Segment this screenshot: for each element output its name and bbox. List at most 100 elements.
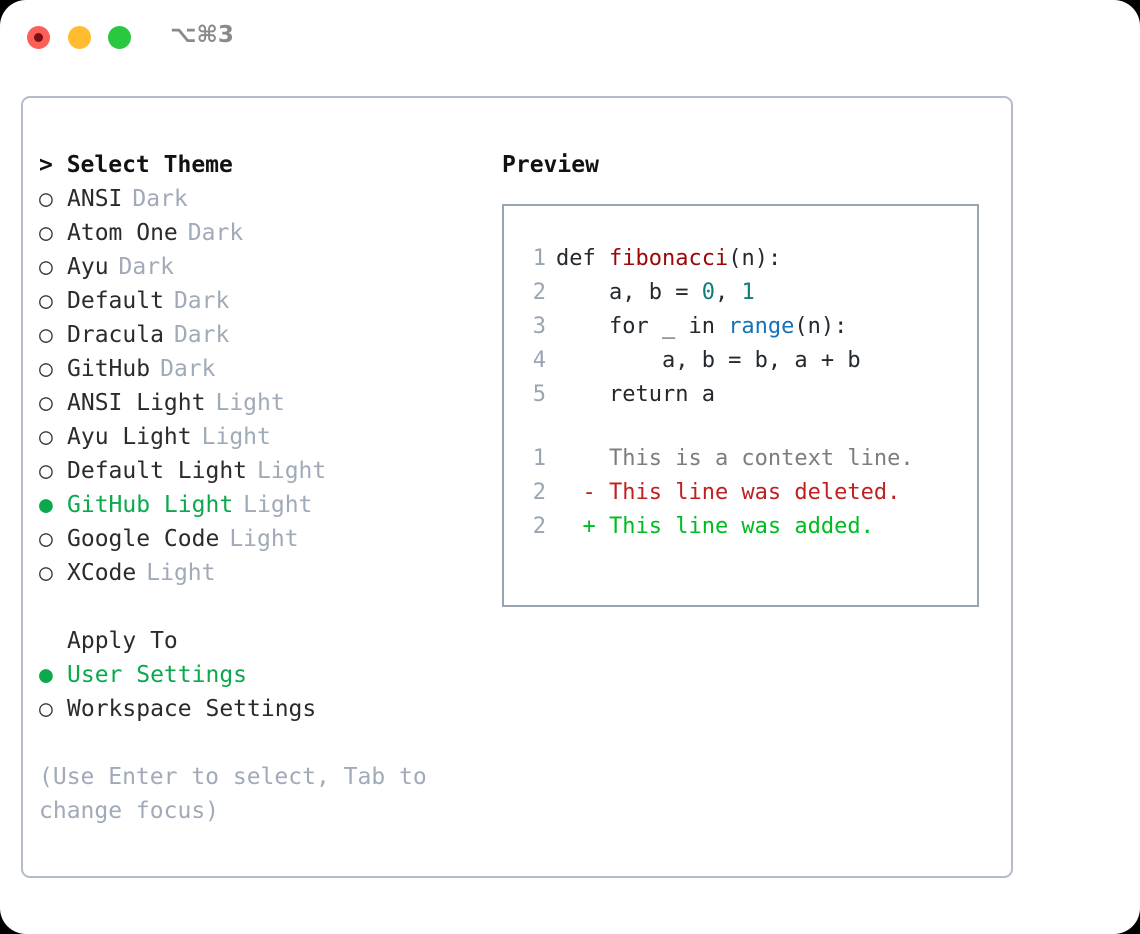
minimize-button[interactable] xyxy=(68,26,91,49)
theme-option-tag: Dark xyxy=(187,220,244,246)
radio-unselected-icon: ○ xyxy=(39,254,53,280)
theme-option-label: XCode xyxy=(67,560,137,586)
theme-option-tag: Light xyxy=(229,526,299,552)
close-button[interactable] xyxy=(27,26,50,49)
code-token: 1 xyxy=(741,280,755,305)
line-number: 1 xyxy=(532,446,546,471)
code-text: def fibonacci(n): xyxy=(556,242,781,276)
theme-option-label: Ayu xyxy=(67,254,109,280)
diff-text: This line was added. xyxy=(608,514,874,539)
code-text: a, b = 0, 1 xyxy=(556,276,755,310)
theme-option-tag: Dark xyxy=(160,356,216,382)
radio-unselected-icon: ○ xyxy=(39,390,53,416)
code-token: a, b = xyxy=(556,280,702,305)
theme-option[interactable]: ○ Default Light Light xyxy=(39,454,479,488)
theme-option-label: Default Light xyxy=(67,458,248,484)
theme-option-tag: Dark xyxy=(132,186,188,212)
code-line: 3 for _ in range(n): xyxy=(504,310,977,344)
code-token: return a xyxy=(556,382,715,407)
apply-to-list[interactable]: ●User Settings ○ Workspace Settings xyxy=(39,658,479,726)
theme-option-tag: Dark xyxy=(118,254,174,280)
theme-option-tag: Dark xyxy=(173,288,230,314)
code-line: 5 return a xyxy=(504,378,977,412)
radio-unselected-icon: ○ xyxy=(39,288,53,314)
radio-unselected-icon: ○ xyxy=(39,186,53,212)
theme-option-label: GitHub xyxy=(67,356,151,382)
radio-selected-icon: ● xyxy=(39,662,53,688)
diff-text: This is a context line. xyxy=(608,446,914,471)
theme-option[interactable]: ○ Google Code Light xyxy=(39,522,479,556)
theme-option-label: Ayu Light xyxy=(67,424,192,450)
radio-unselected-icon: ○ xyxy=(39,356,53,382)
code-text: for _ in range(n): xyxy=(556,310,847,344)
code-token: fibonacci xyxy=(608,246,729,271)
apply-to-option[interactable]: ○ Workspace Settings xyxy=(39,692,479,726)
theme-option[interactable]: ○ XCode Light xyxy=(39,556,479,590)
radio-unselected-icon: ○ xyxy=(39,526,53,552)
radio-unselected-icon: ○ xyxy=(39,696,53,722)
line-number: 2 xyxy=(532,514,546,539)
diff-line: 2 + This line was added. xyxy=(504,510,977,544)
line-number: 4 xyxy=(532,348,546,373)
code-line: 4 a, b = b, a + b xyxy=(504,344,977,378)
radio-unselected-icon: ○ xyxy=(39,560,53,586)
section-spacer xyxy=(39,590,479,624)
code-line: 2 a, b = 0, 1 xyxy=(504,276,977,310)
code-token: for _ in xyxy=(556,314,729,339)
theme-option-label: GitHub Light xyxy=(67,492,234,518)
radio-unselected-icon: ○ xyxy=(39,424,53,450)
theme-option-label: ANSI xyxy=(67,186,123,212)
theme-option-tag: Light xyxy=(257,458,327,484)
theme-option[interactable]: ○ Ayu Light Light xyxy=(39,420,479,454)
theme-option[interactable]: ○ ANSI Dark xyxy=(39,182,479,216)
code-token: range xyxy=(728,314,795,339)
radio-unselected-icon: ○ xyxy=(39,322,53,348)
apply-to-option-label: Workspace Settings xyxy=(67,696,317,722)
code-text: return a xyxy=(556,378,715,412)
select-theme-header: > Select Theme xyxy=(39,152,233,178)
code-token: (n): xyxy=(794,314,848,339)
theme-option-label: Google Code xyxy=(67,526,220,552)
theme-option[interactable]: ○ Dracula Dark xyxy=(39,318,479,352)
radio-unselected-icon: ○ xyxy=(39,220,53,246)
theme-option-tag: Light xyxy=(146,560,216,586)
diff-text: This line was deleted. xyxy=(608,480,901,505)
line-number: 2 xyxy=(532,480,546,505)
line-number: 1 xyxy=(532,246,546,271)
zoom-button[interactable] xyxy=(108,26,131,49)
code-token: def xyxy=(556,246,609,271)
code-line: 1 def fibonacci(n): xyxy=(504,242,977,276)
code-diff-spacer xyxy=(504,412,977,442)
theme-option[interactable]: ○ GitHub Dark xyxy=(39,352,479,386)
theme-option-tag: Light xyxy=(243,492,313,518)
preview-header: Preview xyxy=(502,152,599,178)
theme-option-tag: Dark xyxy=(173,322,230,348)
radio-unselected-icon: ○ xyxy=(39,458,53,484)
apply-to-header: Apply To xyxy=(67,628,178,654)
line-number: 3 xyxy=(532,314,546,339)
diff-marker xyxy=(556,442,609,476)
close-icon xyxy=(34,33,43,42)
theme-option-label: Dracula xyxy=(67,322,164,348)
line-number: 5 xyxy=(532,382,546,407)
diff-line: 2 - This line was deleted. xyxy=(504,476,977,510)
keyboard-hint-text: (Use Enter to select, Tab to change focu… xyxy=(39,764,441,824)
window-titlebar: ⌥⌘3 xyxy=(0,0,1140,76)
code-token: (n): xyxy=(728,246,782,271)
theme-option[interactable]: ○ Ayu Dark xyxy=(39,250,479,284)
theme-option-label: Default xyxy=(67,288,164,314)
theme-option[interactable]: ○ Default Dark xyxy=(39,284,479,318)
apply-to-option[interactable]: ●User Settings xyxy=(39,658,479,692)
theme-option-tag: Light xyxy=(201,424,271,450)
theme-option-label: ANSI Light xyxy=(67,390,206,416)
